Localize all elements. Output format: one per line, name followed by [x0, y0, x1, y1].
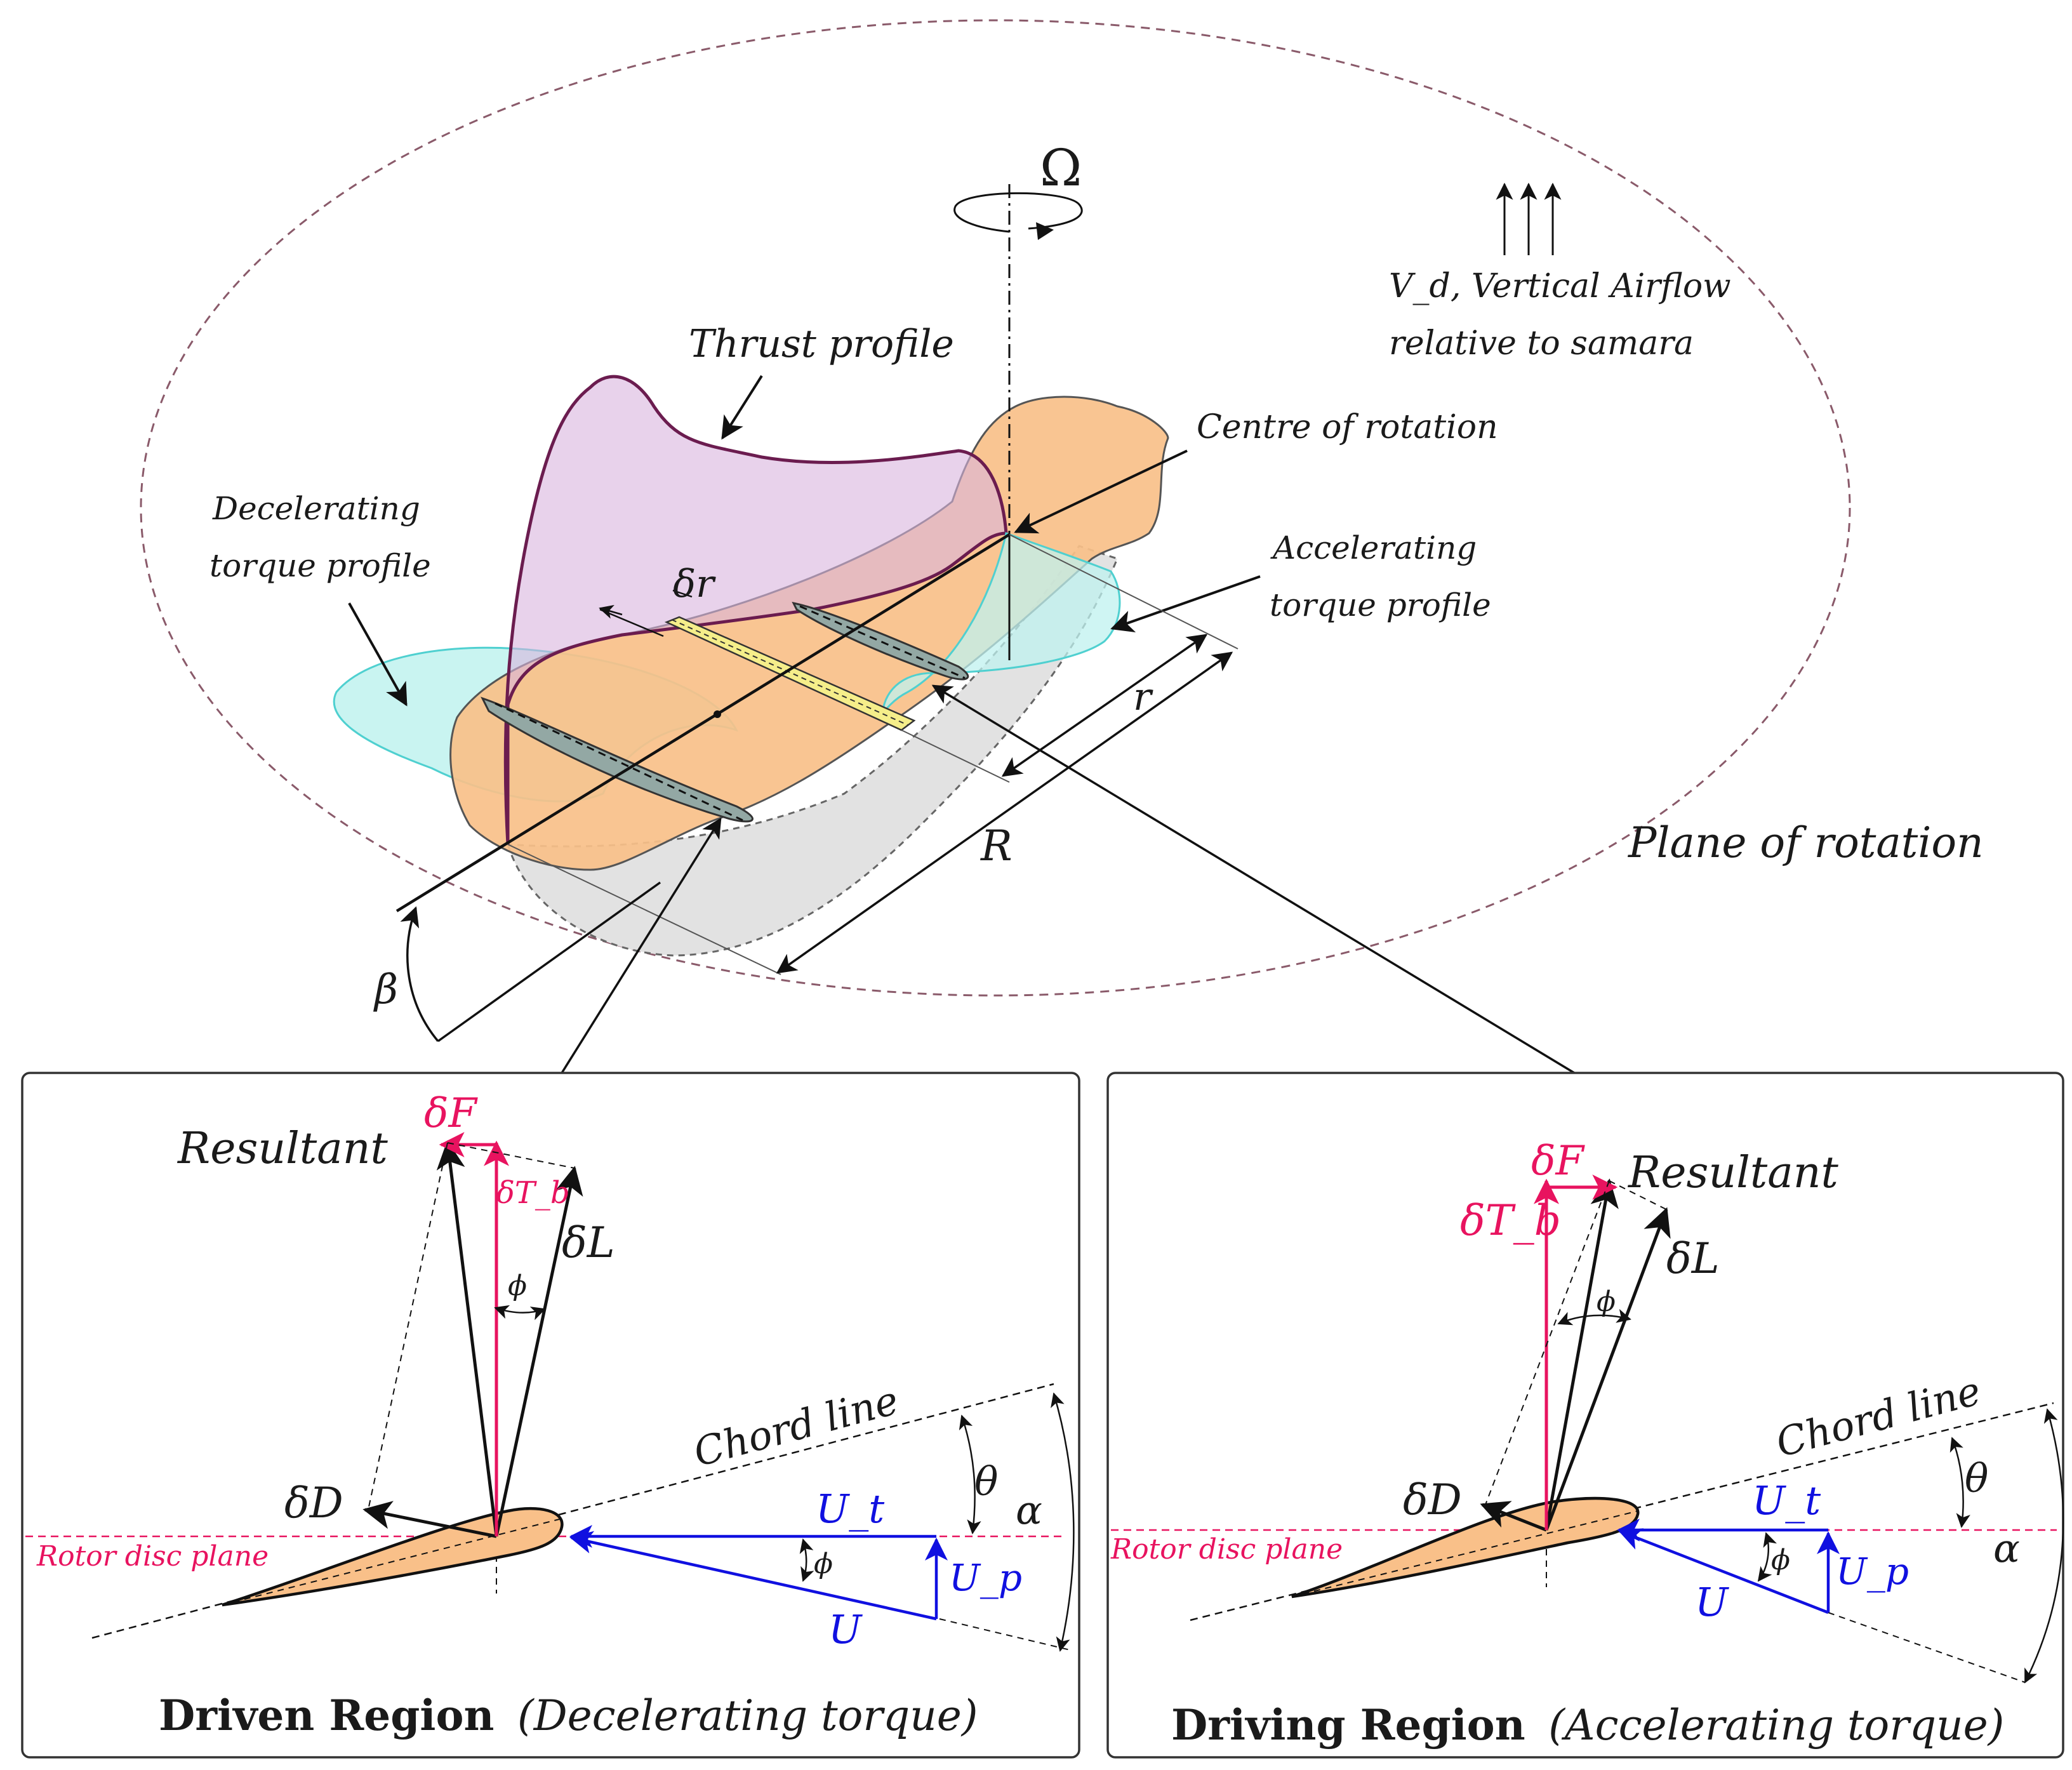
accelerating-torque-label-2: torque profile: [1270, 587, 1491, 623]
U-vector: [569, 1531, 937, 1621]
dF-label: δF: [424, 1090, 479, 1137]
resultant-vector: [1544, 1178, 1619, 1531]
dL-label: δL: [562, 1218, 615, 1267]
panel-title-italic: (Decelerating torque): [517, 1691, 978, 1740]
Ut-label: U_t: [816, 1486, 884, 1532]
plane-of-rotation-label: Plane of rotation: [1628, 818, 1984, 867]
U-label: U: [1695, 1579, 1729, 1625]
alpha-label: α: [1993, 1525, 2020, 1571]
decelerating-torque-label-2: torque profile: [209, 547, 431, 584]
dTb-label: δT_b: [1460, 1196, 1561, 1245]
rotor-illustration: Ω V_d, Vertical Airflow relative to sama…: [140, 19, 1984, 1074]
delta-r-label: δr: [673, 562, 716, 606]
dTb-label: δT_b: [496, 1175, 570, 1211]
alpha-label: α: [1016, 1487, 1042, 1533]
theta-angle-arc: [959, 1414, 981, 1534]
phi-top-label: ϕ: [508, 1270, 527, 1302]
resultant-label: Resultant: [176, 1124, 388, 1174]
U-vector: [1618, 1528, 1829, 1614]
beta-angle-arc: [400, 906, 439, 1042]
omega-rotation-arrow: [953, 192, 1083, 233]
resultant-vector: [436, 1140, 498, 1537]
dD-label: δD: [1403, 1475, 1462, 1524]
phi-bottom-label: ϕ: [814, 1548, 833, 1580]
driven-region-panel: Resultant δF δT_b δL ϕ δD Chord line U_t…: [21, 1072, 1080, 1759]
phi-angle-arc-top: [494, 1305, 546, 1321]
Up-label: U_p: [949, 1556, 1022, 1599]
dF-label: δF: [1531, 1138, 1586, 1185]
thrust-profile-label: Thrust profile: [689, 322, 954, 366]
thrust-profile: [503, 375, 1008, 845]
U-label: U: [828, 1606, 863, 1653]
dD-label: δD: [284, 1479, 343, 1527]
panel-title-bold: Driven Region: [159, 1691, 494, 1740]
phi-bottom-label: ϕ: [1771, 1544, 1790, 1576]
driving-region-panel: Resultant δF δT_b δL ϕ δD Chord line U_t…: [1106, 1072, 2064, 1759]
phi-angle-arc-top: [1557, 1308, 1631, 1326]
accelerating-torque-label: Accelerating: [1270, 529, 1477, 566]
beta-label: β: [373, 966, 398, 1013]
lift-vector: [495, 1166, 583, 1537]
drag-vector: [362, 1501, 497, 1538]
Up-label: U_p: [1836, 1550, 1909, 1593]
leader-line-driving: [931, 684, 1575, 1074]
theta-label: θ: [974, 1458, 998, 1505]
panel-title: Driving Region (Accelerating torque): [1171, 1700, 2004, 1750]
r-label: r: [1133, 675, 1153, 719]
resultant-label: Resultant: [1627, 1148, 1839, 1198]
drag-vector: [1480, 1501, 1547, 1532]
panel-title: Driven Region (Decelerating torque): [159, 1691, 978, 1740]
rotor-disc-plane-label: Rotor disc plane: [36, 1540, 269, 1573]
blade-span-axis: [395, 533, 1011, 912]
vertical-airflow-label: V_d, Vertical Airflow: [1389, 267, 1731, 305]
alpha-angle-arc: [2024, 1408, 2064, 1684]
decelerating-torque-label: Decelerating: [212, 490, 420, 527]
panel-title-italic: (Accelerating torque): [1548, 1701, 2004, 1750]
dL-label: δL: [1666, 1234, 1720, 1283]
airfoil-section: [1291, 1496, 1640, 1599]
plane-of-rotation-ellipse: [140, 19, 1851, 997]
alpha-angle-arc: [1051, 1392, 1075, 1652]
leader-line-driven: [561, 817, 722, 1074]
omega-label: Ω: [1040, 138, 1082, 197]
vertical-airflow-label-2: relative to samara: [1389, 324, 1694, 363]
phi-angle-arc-bottom: [1757, 1532, 1777, 1582]
theta-label: θ: [1965, 1455, 1988, 1501]
theta-angle-arc: [1949, 1437, 1970, 1528]
panel-title-bold: Driving Region: [1171, 1700, 1525, 1750]
rotor-disc-plane-label: Rotor disc plane: [1110, 1533, 1343, 1566]
vertical-airflow-arrows: [1496, 182, 1562, 255]
phi-top-label: ϕ: [1597, 1286, 1616, 1318]
centre-of-rotation-label: Centre of rotation: [1197, 408, 1498, 446]
Ut-label: U_t: [1752, 1477, 1821, 1524]
phi-angle-arc-bottom: [799, 1538, 814, 1582]
R-label: R: [980, 822, 1013, 870]
lift-vector: [1544, 1207, 1671, 1531]
